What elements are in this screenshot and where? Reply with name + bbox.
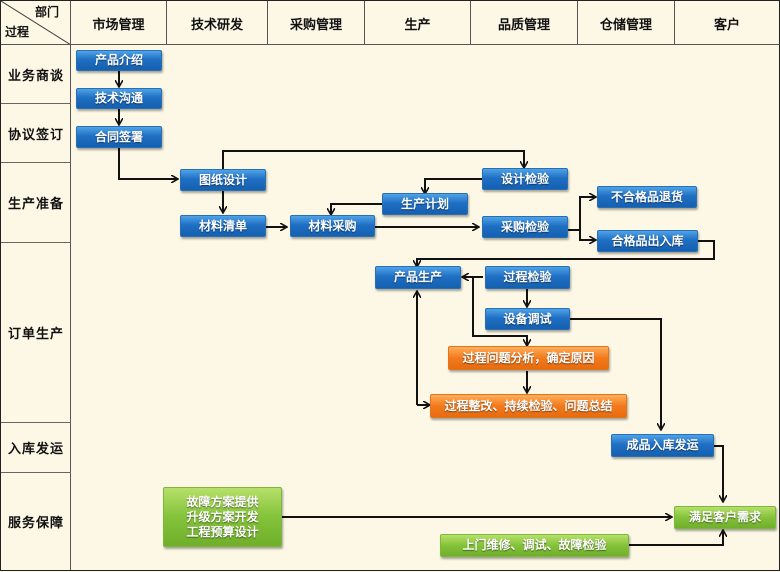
header-customer: 客户 xyxy=(713,17,740,33)
arrow-designcheck-to-plan xyxy=(425,178,482,193)
node-drawing-design[interactable]: 图纸设计 xyxy=(180,169,266,191)
node-reject-return[interactable]: 不合格品退货 xyxy=(597,186,697,208)
node-rectify-summary[interactable]: 过程整改、持续检验、问题总结 xyxy=(430,394,627,418)
arrow-debug-to-finished xyxy=(570,318,661,429)
header-quality: 品质管理 xyxy=(471,1,578,45)
header-purchasing: 采购管理 xyxy=(268,1,365,45)
node-production-plan[interactable]: 生产计划 xyxy=(382,193,468,215)
fault-solutions-line-2: 升级方案开发 xyxy=(186,509,259,524)
node-purchase-check[interactable]: 采购检验 xyxy=(482,216,568,238)
node-product-production[interactable]: 产品生产 xyxy=(375,266,461,289)
process-business-talk: 业务商谈 xyxy=(1,45,71,104)
process-service: 服务保障 xyxy=(7,516,64,531)
diagonal-divider xyxy=(1,1,71,45)
arrow-repair-to-demand xyxy=(629,531,723,546)
process-shipping: 入库发运 xyxy=(1,423,71,473)
arrow-plan-to-purchase xyxy=(331,203,382,214)
node-material-purchase[interactable]: 材料采购 xyxy=(290,215,375,237)
node-fault-solutions[interactable]: 故障方案提供 升级方案开发 工程预算设计 xyxy=(163,487,282,547)
arrow-qualified-to-production xyxy=(417,240,715,266)
arrow-finished-to-demand xyxy=(714,445,723,501)
arrow-check-to-reject xyxy=(568,197,595,231)
header-marketing: 市场管理 xyxy=(71,1,167,45)
node-problem-analysis[interactable]: 过程问题分析，确定原因 xyxy=(448,346,609,370)
node-meet-demand[interactable]: 满足客户需求 xyxy=(674,506,776,529)
corner-label-process: 过程 xyxy=(5,25,30,39)
node-design-check[interactable]: 设计检验 xyxy=(482,168,568,190)
node-product-intro[interactable]: 产品介绍 xyxy=(76,50,162,71)
process-column-divider xyxy=(70,1,71,570)
header-rnd: 技术研发 xyxy=(167,1,268,45)
node-onsite-repair[interactable]: 上门维修、调试、故障检验 xyxy=(440,534,629,557)
arrow-production-to-analysis xyxy=(472,277,527,345)
fault-solutions-line-1: 故障方案提供 xyxy=(186,494,259,509)
header-production: 生产 xyxy=(365,1,471,45)
node-contract-sign[interactable]: 合同签署 xyxy=(76,126,162,148)
arrow-drawing-to-designcheck xyxy=(222,150,524,169)
node-finished-shipping[interactable]: 成品入库发运 xyxy=(611,434,714,457)
process-order-production: 订单生产 xyxy=(1,243,71,423)
corner-label-department: 部门 xyxy=(35,5,60,19)
process-agreement: 协议签订 xyxy=(1,104,71,163)
process-prep: 生产准备 xyxy=(1,163,71,243)
header-divider xyxy=(1,44,780,45)
node-tech-comm[interactable]: 技术沟通 xyxy=(76,88,162,109)
node-equipment-debug[interactable]: 设备调试 xyxy=(485,308,570,330)
fault-solutions-line-3: 工程预算设计 xyxy=(186,524,259,539)
arrow-check-to-qualified xyxy=(579,230,595,240)
node-process-check[interactable]: 过程检验 xyxy=(485,266,570,289)
node-qualified-stock[interactable]: 合格品出入库 xyxy=(597,230,698,252)
arrow-contract-to-drawing xyxy=(118,148,177,179)
node-material-list[interactable]: 材料清单 xyxy=(180,215,266,237)
header-warehouse: 仓储管理 xyxy=(578,1,675,45)
